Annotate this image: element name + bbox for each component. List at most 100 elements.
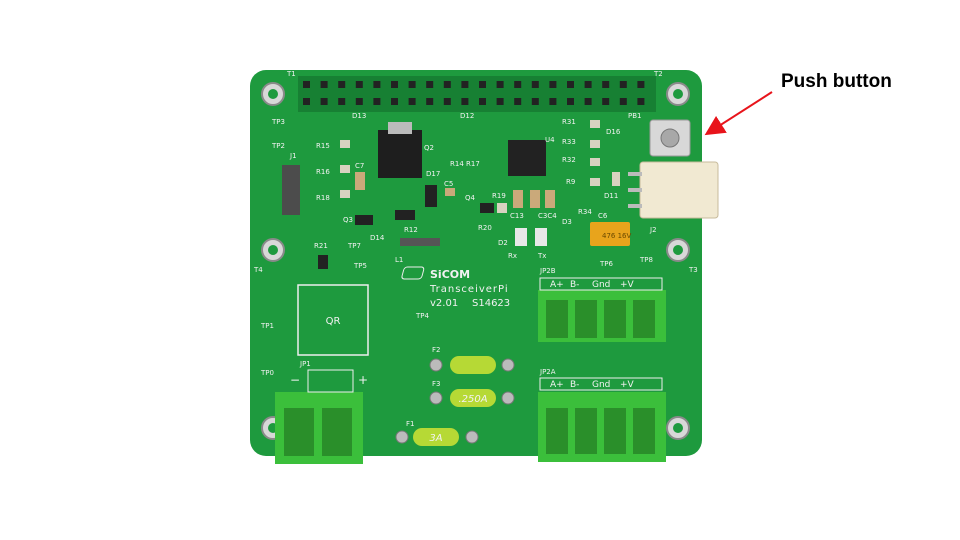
- silk-label-f2: F2: [432, 346, 440, 354]
- header-pin: [338, 81, 346, 88]
- terminal-slot: [604, 408, 626, 454]
- terminal-pin-label: +V: [620, 280, 635, 290]
- silk-label-r17: R17: [466, 160, 480, 168]
- version: v2.01: [430, 298, 458, 309]
- regulator-u4: [508, 140, 546, 176]
- silk-label-d2: D2: [498, 239, 508, 247]
- fuse-f3-rating: .250A: [458, 394, 487, 405]
- push-button-pb1[interactable]: [649, 119, 691, 157]
- silk-label-q3: Q3: [343, 216, 353, 224]
- silk-label-tp5: TP5: [353, 262, 367, 270]
- header-pin: [373, 98, 381, 105]
- silk-label-d11: D11: [604, 192, 618, 200]
- silk-label-r32: R32: [562, 156, 576, 164]
- terminal-slot: [604, 300, 626, 338]
- header-pin: [426, 98, 434, 105]
- silk-label-d13: D13: [352, 112, 366, 120]
- header-pin: [514, 81, 522, 88]
- terminal-jp2a: [538, 392, 666, 462]
- header-pin: [567, 98, 574, 105]
- terminal-jp2b: [538, 290, 666, 342]
- header-pin: [338, 98, 346, 105]
- silk-label-rx: Rx: [508, 252, 517, 260]
- header-pin: [567, 81, 574, 88]
- silk-label-d17: D17: [426, 170, 440, 178]
- header-pin: [531, 98, 539, 105]
- callout-arrow: [704, 91, 773, 136]
- header-pin: [549, 81, 557, 88]
- silk-label-tp1: TP1: [260, 322, 274, 330]
- silk-label-c13: C13: [510, 212, 524, 220]
- regulator-q2: [378, 130, 422, 178]
- silk-label-tp2: TP2: [271, 142, 285, 150]
- silk-label-jp2b: JP2B: [539, 267, 556, 275]
- header-pin: [443, 98, 451, 105]
- header-pin: [303, 98, 310, 105]
- terminal-jp1: [275, 392, 363, 464]
- silk-label-u4: U4: [545, 136, 555, 144]
- silk-label-r31: R31: [562, 118, 576, 126]
- silk-label-r33: R33: [562, 138, 576, 146]
- silk-label-f3: F3: [432, 380, 440, 388]
- fuse-f1-rating: 3A: [429, 433, 442, 444]
- header-pin: [443, 81, 451, 88]
- silk-label-tx: Tx: [537, 252, 546, 260]
- silk-label-t2: T2: [653, 70, 663, 78]
- silk-label-jp1: JP1: [299, 360, 311, 368]
- silk-label-r14: R14: [450, 160, 464, 168]
- silk-label-r19: R19: [492, 192, 506, 200]
- silk-label-c3c4: C3C4: [538, 212, 557, 220]
- silk-label-j2: J2: [649, 226, 657, 234]
- silk-label-r16: R16: [316, 168, 330, 176]
- header-pin: [320, 98, 328, 105]
- header-pin: [496, 98, 504, 105]
- header-pin: [584, 98, 592, 105]
- header-pin: [584, 81, 592, 88]
- silk-label-l1: L1: [395, 256, 403, 264]
- pcb-board: [250, 70, 702, 456]
- header-pin: [303, 81, 310, 88]
- header-pin: [373, 81, 381, 88]
- header-pin: [479, 98, 486, 105]
- silk-label-tp3: TP3: [271, 118, 285, 126]
- header-pin: [408, 98, 416, 105]
- header-pin: [391, 81, 398, 88]
- header-pin: [619, 98, 627, 105]
- terminal-pin-label: +V: [620, 380, 635, 390]
- silk-label-r12: R12: [404, 226, 418, 234]
- silk-label-t4: T4: [253, 266, 263, 274]
- silk-label-c7: C7: [355, 162, 364, 170]
- terminal-pin-label: A+: [550, 380, 564, 390]
- silk-label-r15: R15: [316, 142, 330, 150]
- silk-label-r34: R34: [578, 208, 592, 216]
- brand-logo: SiCOM: [430, 268, 470, 281]
- header-pin: [355, 81, 363, 88]
- silk-label-r21: R21: [314, 242, 328, 250]
- silk-label-q4: Q4: [465, 194, 476, 202]
- header-pin: [637, 81, 645, 88]
- terminal-slot: [633, 300, 655, 338]
- silk-label-pb1: PB1: [628, 112, 641, 120]
- capacitor-c6-marking: 476 16V: [602, 232, 631, 240]
- terminal-slot: [633, 408, 655, 454]
- gpio-header: [298, 76, 656, 112]
- product-name: TransceiverPi: [429, 284, 509, 295]
- header-pin: [355, 98, 363, 105]
- silk-label-t1: T1: [286, 70, 296, 78]
- terminal-slot: [546, 408, 568, 454]
- silk-label-tp0: TP0: [260, 369, 274, 377]
- silk-label-c5: C5: [444, 180, 453, 188]
- silk-label-q2: Q2: [424, 144, 434, 152]
- header-pin: [619, 81, 627, 88]
- serial-number: S14623: [472, 298, 510, 309]
- silk-label-r18: R18: [316, 194, 330, 202]
- silk-label-d3: D3: [562, 218, 572, 226]
- terminal-slot: [575, 408, 597, 454]
- tantalum-capacitor-c6: [590, 222, 630, 246]
- fuses: [413, 356, 496, 446]
- silk-label-r20: R20: [478, 224, 492, 232]
- header-pin: [602, 81, 610, 88]
- header-pin: [461, 81, 469, 88]
- silk-label-d16: D16: [606, 128, 621, 136]
- silk-label-r9: R9: [566, 178, 575, 186]
